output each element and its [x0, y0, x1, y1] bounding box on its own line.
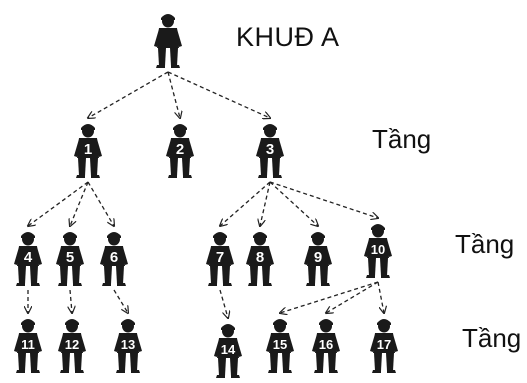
tier-label-3: Tầng	[462, 323, 522, 353]
arrow-10-to-15	[280, 281, 379, 313]
person-icon: 11	[14, 319, 42, 373]
node-number-label: 12	[65, 337, 79, 352]
node-number-label: 5	[66, 249, 74, 266]
arrow-3-to-9	[269, 181, 318, 226]
arrow-3-to-8	[260, 181, 271, 226]
person-icon: 16	[312, 319, 340, 373]
person-icon: 9	[304, 232, 332, 286]
person-icon: 2	[166, 124, 194, 178]
arrow-7-to-14	[219, 289, 228, 318]
person-icon: 1	[74, 124, 102, 178]
node-number-label: 3	[266, 141, 274, 158]
arrow-3-to-7	[220, 181, 271, 226]
node-number-label: 6	[110, 249, 118, 266]
node-number-label: 9	[314, 249, 322, 266]
node-number-label: 7	[216, 249, 224, 266]
node-number-label: 17	[377, 337, 391, 352]
arrows-layer	[28, 71, 384, 318]
arrow-3-to-10	[269, 181, 378, 218]
node-number-label: 1	[84, 141, 92, 158]
arrow-10-to-16	[326, 281, 379, 313]
arrow-0-to-2	[167, 71, 180, 118]
tier-label-1: Tầng	[372, 124, 432, 154]
person-icon: 17	[370, 319, 398, 373]
node-number-label: 15	[273, 337, 287, 352]
person-icon: 3	[256, 124, 284, 178]
node-number-label: 16	[319, 337, 333, 352]
arrow-0-to-1	[88, 71, 169, 118]
person-icon: 6	[100, 232, 128, 286]
node-number-label: 8	[256, 249, 264, 266]
node-number-label: 14	[221, 342, 236, 357]
arrow-1-to-6	[87, 181, 114, 226]
person-icon: 13	[114, 319, 142, 373]
person-icon: 10	[364, 224, 392, 278]
node-number-label: 10	[371, 242, 385, 257]
person-icon: 4	[14, 232, 42, 286]
node-number-label: 13	[121, 337, 135, 352]
node-number-label: 11	[21, 337, 35, 352]
person-icon: 5	[56, 232, 84, 286]
arrow-1-to-5	[70, 181, 89, 226]
node-number-label: 2	[176, 141, 184, 158]
arrow-5-to-12	[70, 289, 72, 313]
arrow-0-to-3	[167, 71, 270, 118]
root-person-icon	[154, 14, 182, 68]
person-icon: 12	[58, 319, 86, 373]
arrow-10-to-17	[377, 281, 384, 313]
person-icon: 14	[214, 324, 242, 378]
arrow-6-to-13	[113, 289, 128, 313]
diagram-title: KHUĐ A	[236, 22, 340, 52]
person-icon: 8	[246, 232, 274, 286]
person-icon: 7	[206, 232, 234, 286]
arrow-1-to-4	[28, 181, 89, 226]
node-number-label: 4	[24, 249, 33, 266]
person-icon: 15	[266, 319, 294, 373]
tier-label-2: Tầng	[455, 229, 515, 259]
